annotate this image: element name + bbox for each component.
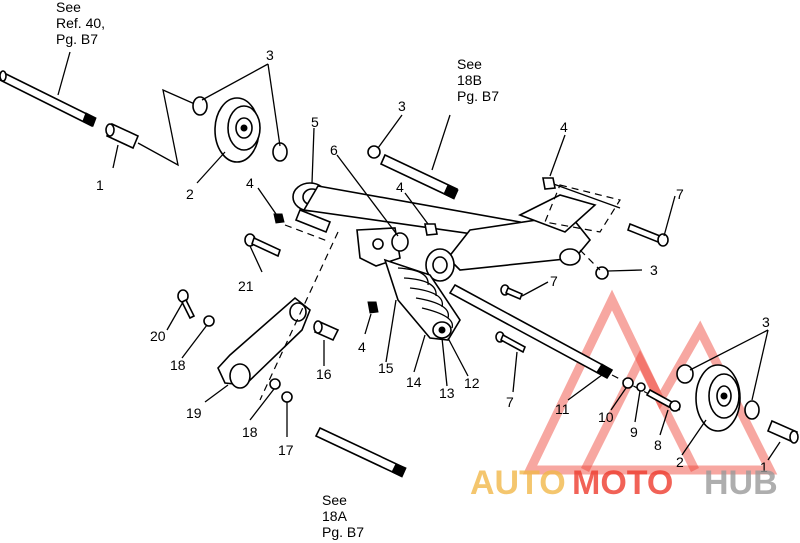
callout-14: 14 [406,374,422,390]
bolt-21 [244,233,281,258]
callout-18-lower: 18 [242,424,258,440]
nut-4-left [273,213,285,224]
nut-4-lower [367,301,379,314]
callout-4-mid: 4 [396,179,404,195]
callout-4-lower: 4 [358,339,366,355]
upper-left-shaft [0,70,97,128]
callout-2-upper: 2 [186,186,194,202]
callout-7-mid: 7 [550,273,558,289]
callout-labels: 3 3 3 3 5 6 4 4 4 4 7 7 7 1 2 21 20 18 1… [96,47,770,475]
bolt-8 [645,388,681,412]
ref-18b-line-2: 18B [457,72,482,88]
bushing-16 [313,320,340,342]
bolt-7-right [627,222,669,247]
callout-18-upper: 18 [170,357,186,373]
nut-4-mid [424,223,438,236]
shock-spring-assembly [356,227,461,341]
ref-40-line-2: Ref. 40, [56,15,105,31]
washer-18-upper [203,315,215,327]
reference-note-18b: See 18B Pg. B7 [457,56,499,104]
spacer-1-upper [105,122,140,150]
spacer-1-lower [766,419,799,444]
watermark-hub: HUB [704,464,778,502]
washer-10 [622,377,634,389]
callout-15: 15 [378,360,394,376]
bolt-7-middle [500,284,524,301]
dash-guide-bolt [284,224,331,243]
callout-7-lower: 7 [506,394,514,410]
nut-9 [636,382,646,392]
callout-3-wheel: 3 [762,314,770,330]
long-shaft-11 [448,283,614,380]
ref-18b-line-1: See [457,56,482,72]
callout-3-shaft: 3 [398,98,406,114]
leader-shaft-wheel [137,88,198,167]
dash-guide-washer [579,249,601,271]
bolt-20 [177,289,196,320]
callout-2-lower: 2 [676,454,684,470]
washer-18-lower [269,378,281,390]
callout-1-upper: 1 [96,177,104,193]
callout-8: 8 [654,437,662,453]
callout-3-top: 3 [266,47,274,63]
callout-21: 21 [238,278,254,294]
callout-4-left: 4 [246,175,254,191]
washer-3-right [595,266,609,280]
bolt-7-lower [495,331,527,354]
upper-linkage-bracket [425,194,597,282]
ref-18a-line-3: Pg. B7 [322,524,364,540]
callout-11: 11 [555,401,570,417]
reference-note-18a: See 18A Pg. B7 [322,492,364,540]
callout-16: 16 [316,366,332,382]
ref-18b-line-3: Pg. B7 [457,88,499,104]
callout-5: 5 [311,114,319,130]
dash-guide-arm [259,231,339,401]
idler-wheel-lower [676,364,760,432]
callout-12: 12 [464,375,480,391]
callout-7-right: 7 [676,186,684,202]
nut-17 [281,391,293,403]
callout-1-lower: 1 [760,459,768,475]
lower-shaft [314,426,407,478]
watermark-moto: MOTO [572,464,673,502]
callout-3-bracket: 3 [650,262,658,278]
ref-18a-line-1: See [322,492,347,508]
callout-20: 20 [150,328,166,344]
nut-4-right [542,177,556,190]
leader-lines [57,51,781,461]
upper-short-shaft [367,145,459,200]
callout-19: 19 [186,405,202,421]
callout-9: 9 [630,424,638,440]
callout-4-right: 4 [560,119,568,135]
idler-wheel-upper [192,96,288,163]
callout-6: 6 [330,142,338,158]
callout-10: 10 [598,409,614,425]
watermark-logo [522,289,778,475]
leader-4-right [547,181,621,209]
lower-arm-19 [217,296,311,389]
dashed-bracket-outline [544,184,621,233]
watermark-auto: AUTO [470,464,566,502]
reference-note-40: See Ref. 40, Pg. B7 [56,0,105,47]
watermark-wordmark: AUTO MOTO HUB [470,464,778,502]
callout-17: 17 [278,442,294,458]
ref-40-line-1: See [56,0,81,15]
callout-13: 13 [439,385,455,401]
ref-40-line-3: Pg. B7 [56,31,98,47]
ref-18a-line-2: 18A [322,508,348,524]
